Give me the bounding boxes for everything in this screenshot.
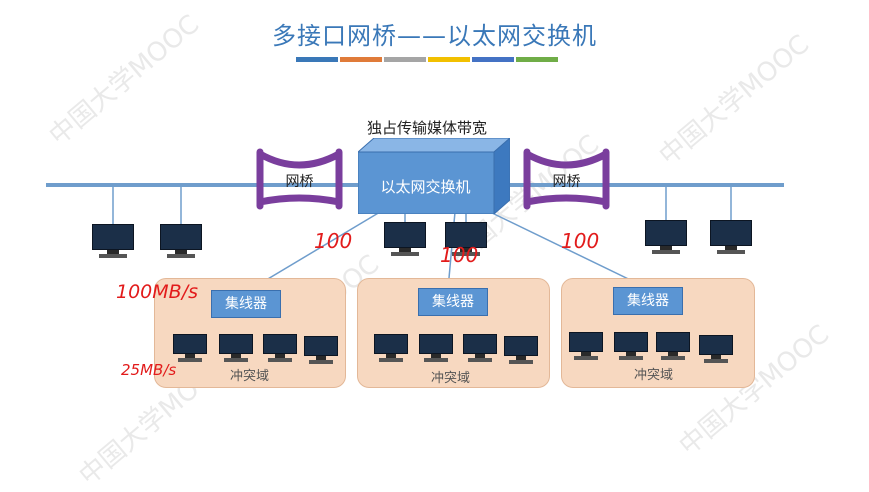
computer-icon [645,220,687,254]
hub-speed-label: 100MB/s [116,281,198,303]
computer-icon [304,336,338,364]
computer-icon [263,334,297,362]
collision-domain-label: 冲突域 [634,368,674,383]
title-color-bar [340,57,382,62]
bridge-label: 网桥 [285,174,314,190]
port-speed-label: 100 [440,243,479,267]
computer-icon [656,332,690,360]
computer-icon [569,332,603,360]
computer-icon [445,222,487,256]
page-title: 多接口网桥——以太网交换机 [272,22,597,50]
computer-icon [173,334,207,362]
computer-icon [160,224,202,258]
computer-icon [614,332,648,360]
hub: 集线器 [211,290,281,318]
title-color-bar [516,57,558,62]
computer-icon [219,334,253,362]
switch-box [356,136,512,216]
title-color-bar [296,57,338,62]
hub: 集线器 [418,288,488,316]
port-speed-label: 100 [314,229,353,253]
bridge-left: 网桥 [252,148,347,210]
computer-icon [384,222,426,256]
computer-icon [419,334,453,362]
collision-domain-label: 冲突域 [431,371,471,386]
computer-icon [710,220,752,254]
bandwidth-label: 独占传输媒体带宽 [367,119,488,137]
port-speed-label: 100 [561,229,600,253]
computer-icon [699,335,733,363]
bridge-label: 网桥 [552,174,581,190]
computer-icon [504,336,538,364]
bridge-shape [523,148,610,210]
host-speed-label: 25MB/s [121,361,177,379]
switch-label: 以太网交换机 [380,178,471,196]
computer-icon [92,224,134,258]
computer-icon [374,334,408,362]
bridge-right: 网桥 [519,148,614,210]
bridge-shape [256,148,343,210]
title-color-bar [472,57,514,62]
computer-icon [463,334,497,362]
title-color-bar [428,57,470,62]
collision-domain-label: 冲突域 [230,369,270,384]
ethernet-switch: 以太网交换机 [356,136,512,216]
hub: 集线器 [613,287,683,315]
title-color-bar [384,57,426,62]
